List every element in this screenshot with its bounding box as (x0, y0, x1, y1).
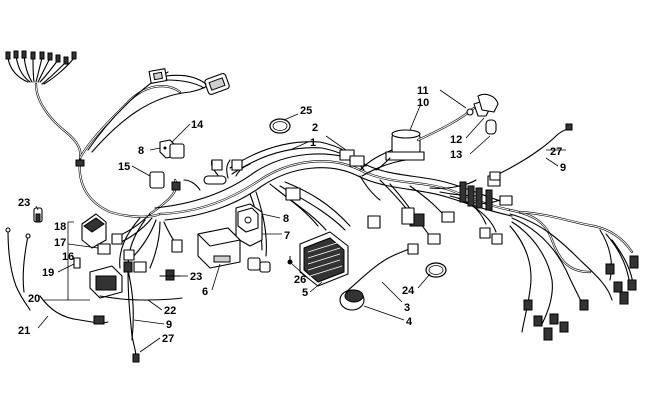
part-2-connector-a (339, 149, 355, 161)
callout-21: 21 (18, 325, 30, 337)
callout-3: 3 (404, 302, 410, 314)
part-9-27-lead-top (489, 123, 573, 181)
part-21-ground-lead (39, 295, 109, 325)
callout-9-bottom: 9 (166, 319, 172, 331)
callout-12: 12 (450, 134, 462, 146)
callout-15: 15 (118, 161, 130, 173)
callout-1: 1 (310, 137, 316, 149)
part-15-connector (149, 171, 181, 191)
callout-16: 16 (62, 251, 74, 263)
part-24-clip (425, 262, 447, 278)
callout-6: 6 (202, 286, 208, 298)
callout-9-top: 9 (560, 162, 566, 174)
leader-lines (35, 89, 566, 353)
callout-8-top: 8 (138, 145, 144, 157)
part-17-connector (97, 243, 111, 255)
callout-22: 22 (164, 305, 176, 317)
callout-27-bottom: 27 (162, 333, 174, 345)
callout-17: 17 (54, 237, 66, 249)
part-26-screw (287, 256, 293, 265)
part-16-lead (5, 227, 31, 311)
callout-27-top: 27 (550, 146, 562, 158)
right-harness-connectors (401, 175, 639, 341)
callout-26: 26 (294, 274, 306, 286)
callout-13: 13 (450, 149, 462, 161)
part-2-connector-b (349, 155, 365, 167)
small-plug-b (231, 159, 243, 171)
callout-23-mid: 23 (190, 271, 202, 283)
part-25-clip (269, 118, 291, 134)
part-12-13-plug-cap (477, 93, 499, 135)
callout-11: 11 (417, 85, 429, 97)
callout-labels: 1 2 3 4 5 6 7 8 8 9 9 10 11 12 13 14 15 … (18, 85, 566, 345)
part-19-20-solenoid (73, 257, 123, 299)
part-6-cdi-module (197, 227, 241, 269)
part-22-cable (99, 295, 183, 301)
callout-14: 14 (191, 119, 204, 131)
part-4-gauge (339, 243, 419, 311)
top-plug-connectors (148, 68, 230, 95)
callout-23-left: 23 (18, 197, 30, 209)
part-11-grommet (466, 108, 474, 116)
callout-19: 19 (42, 267, 54, 279)
callout-20: 20 (28, 293, 40, 305)
mid-plug (285, 187, 301, 201)
part-14-relay-bracket (159, 139, 185, 159)
callout-4: 4 (406, 316, 413, 328)
callout-2: 2 (312, 122, 318, 134)
regulator-plug (367, 215, 381, 229)
callout-7: 7 (284, 230, 290, 242)
callout-18: 18 (54, 221, 66, 233)
callout-8-mid: 8 (283, 213, 289, 225)
fan-connector-tips (5, 50, 77, 65)
callout-24: 24 (402, 285, 415, 297)
callout-25: 25 (300, 105, 312, 117)
inline-fuse (203, 175, 227, 185)
part-7-connectors (247, 257, 271, 273)
left-trunk-connectors (75, 159, 183, 273)
callout-5: 5 (302, 287, 308, 299)
part-9-27-lead-bottom (123, 261, 140, 363)
part-7-8-bracket (235, 203, 263, 247)
part-5-voltage-regulator (299, 215, 381, 287)
callout-10: 10 (417, 97, 429, 109)
small-plug-a (211, 159, 223, 171)
part-18-relay (81, 213, 107, 249)
